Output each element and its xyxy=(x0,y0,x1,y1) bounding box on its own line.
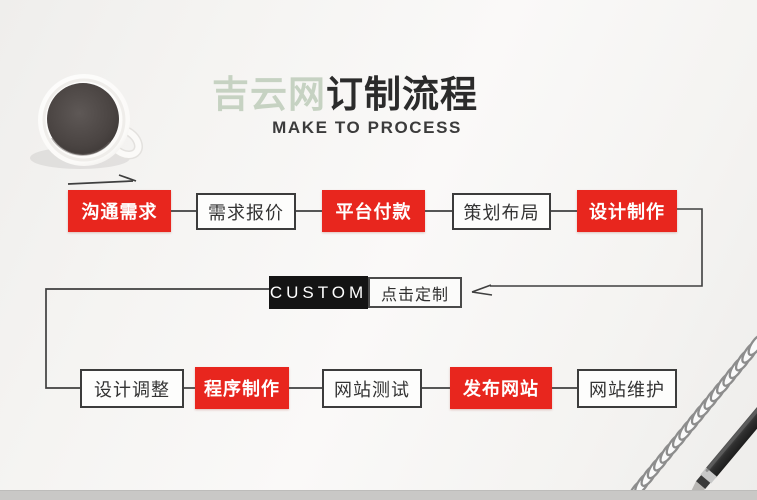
title-text: 订制流程 xyxy=(326,74,478,115)
pen-icon xyxy=(682,391,757,500)
step-plan-layout: 策划布局 xyxy=(452,193,551,230)
step-design-adjust: 设计调整 xyxy=(80,369,184,408)
custom-badge: CUSTOM xyxy=(269,276,368,309)
start-arrow-icon xyxy=(67,174,137,185)
click-to-customize-button[interactable]: 点击定制 xyxy=(368,277,462,308)
spiral-binding-icon xyxy=(621,333,757,500)
feedback-path xyxy=(471,208,703,296)
coffee-cup-icon xyxy=(30,74,143,169)
brand-name: 吉云网 xyxy=(212,74,326,115)
loop-connector xyxy=(45,288,269,389)
step-platform-payment: 平台付款 xyxy=(322,190,425,232)
bottom-edge-divider xyxy=(0,490,757,500)
step-programming: 程序制作 xyxy=(195,367,289,409)
step-publish-website: 发布网站 xyxy=(450,367,552,409)
step-website-testing: 网站测试 xyxy=(322,369,422,408)
page-title: 吉云网订制流程 MAKE TO PROCESS xyxy=(212,74,477,138)
step-website-maintain: 网站维护 xyxy=(577,369,677,408)
step-quote: 需求报价 xyxy=(196,193,296,230)
subtitle-text: MAKE TO PROCESS xyxy=(272,118,462,137)
step-design-production: 设计制作 xyxy=(577,190,677,232)
step-communicate-needs: 沟通需求 xyxy=(68,190,171,232)
